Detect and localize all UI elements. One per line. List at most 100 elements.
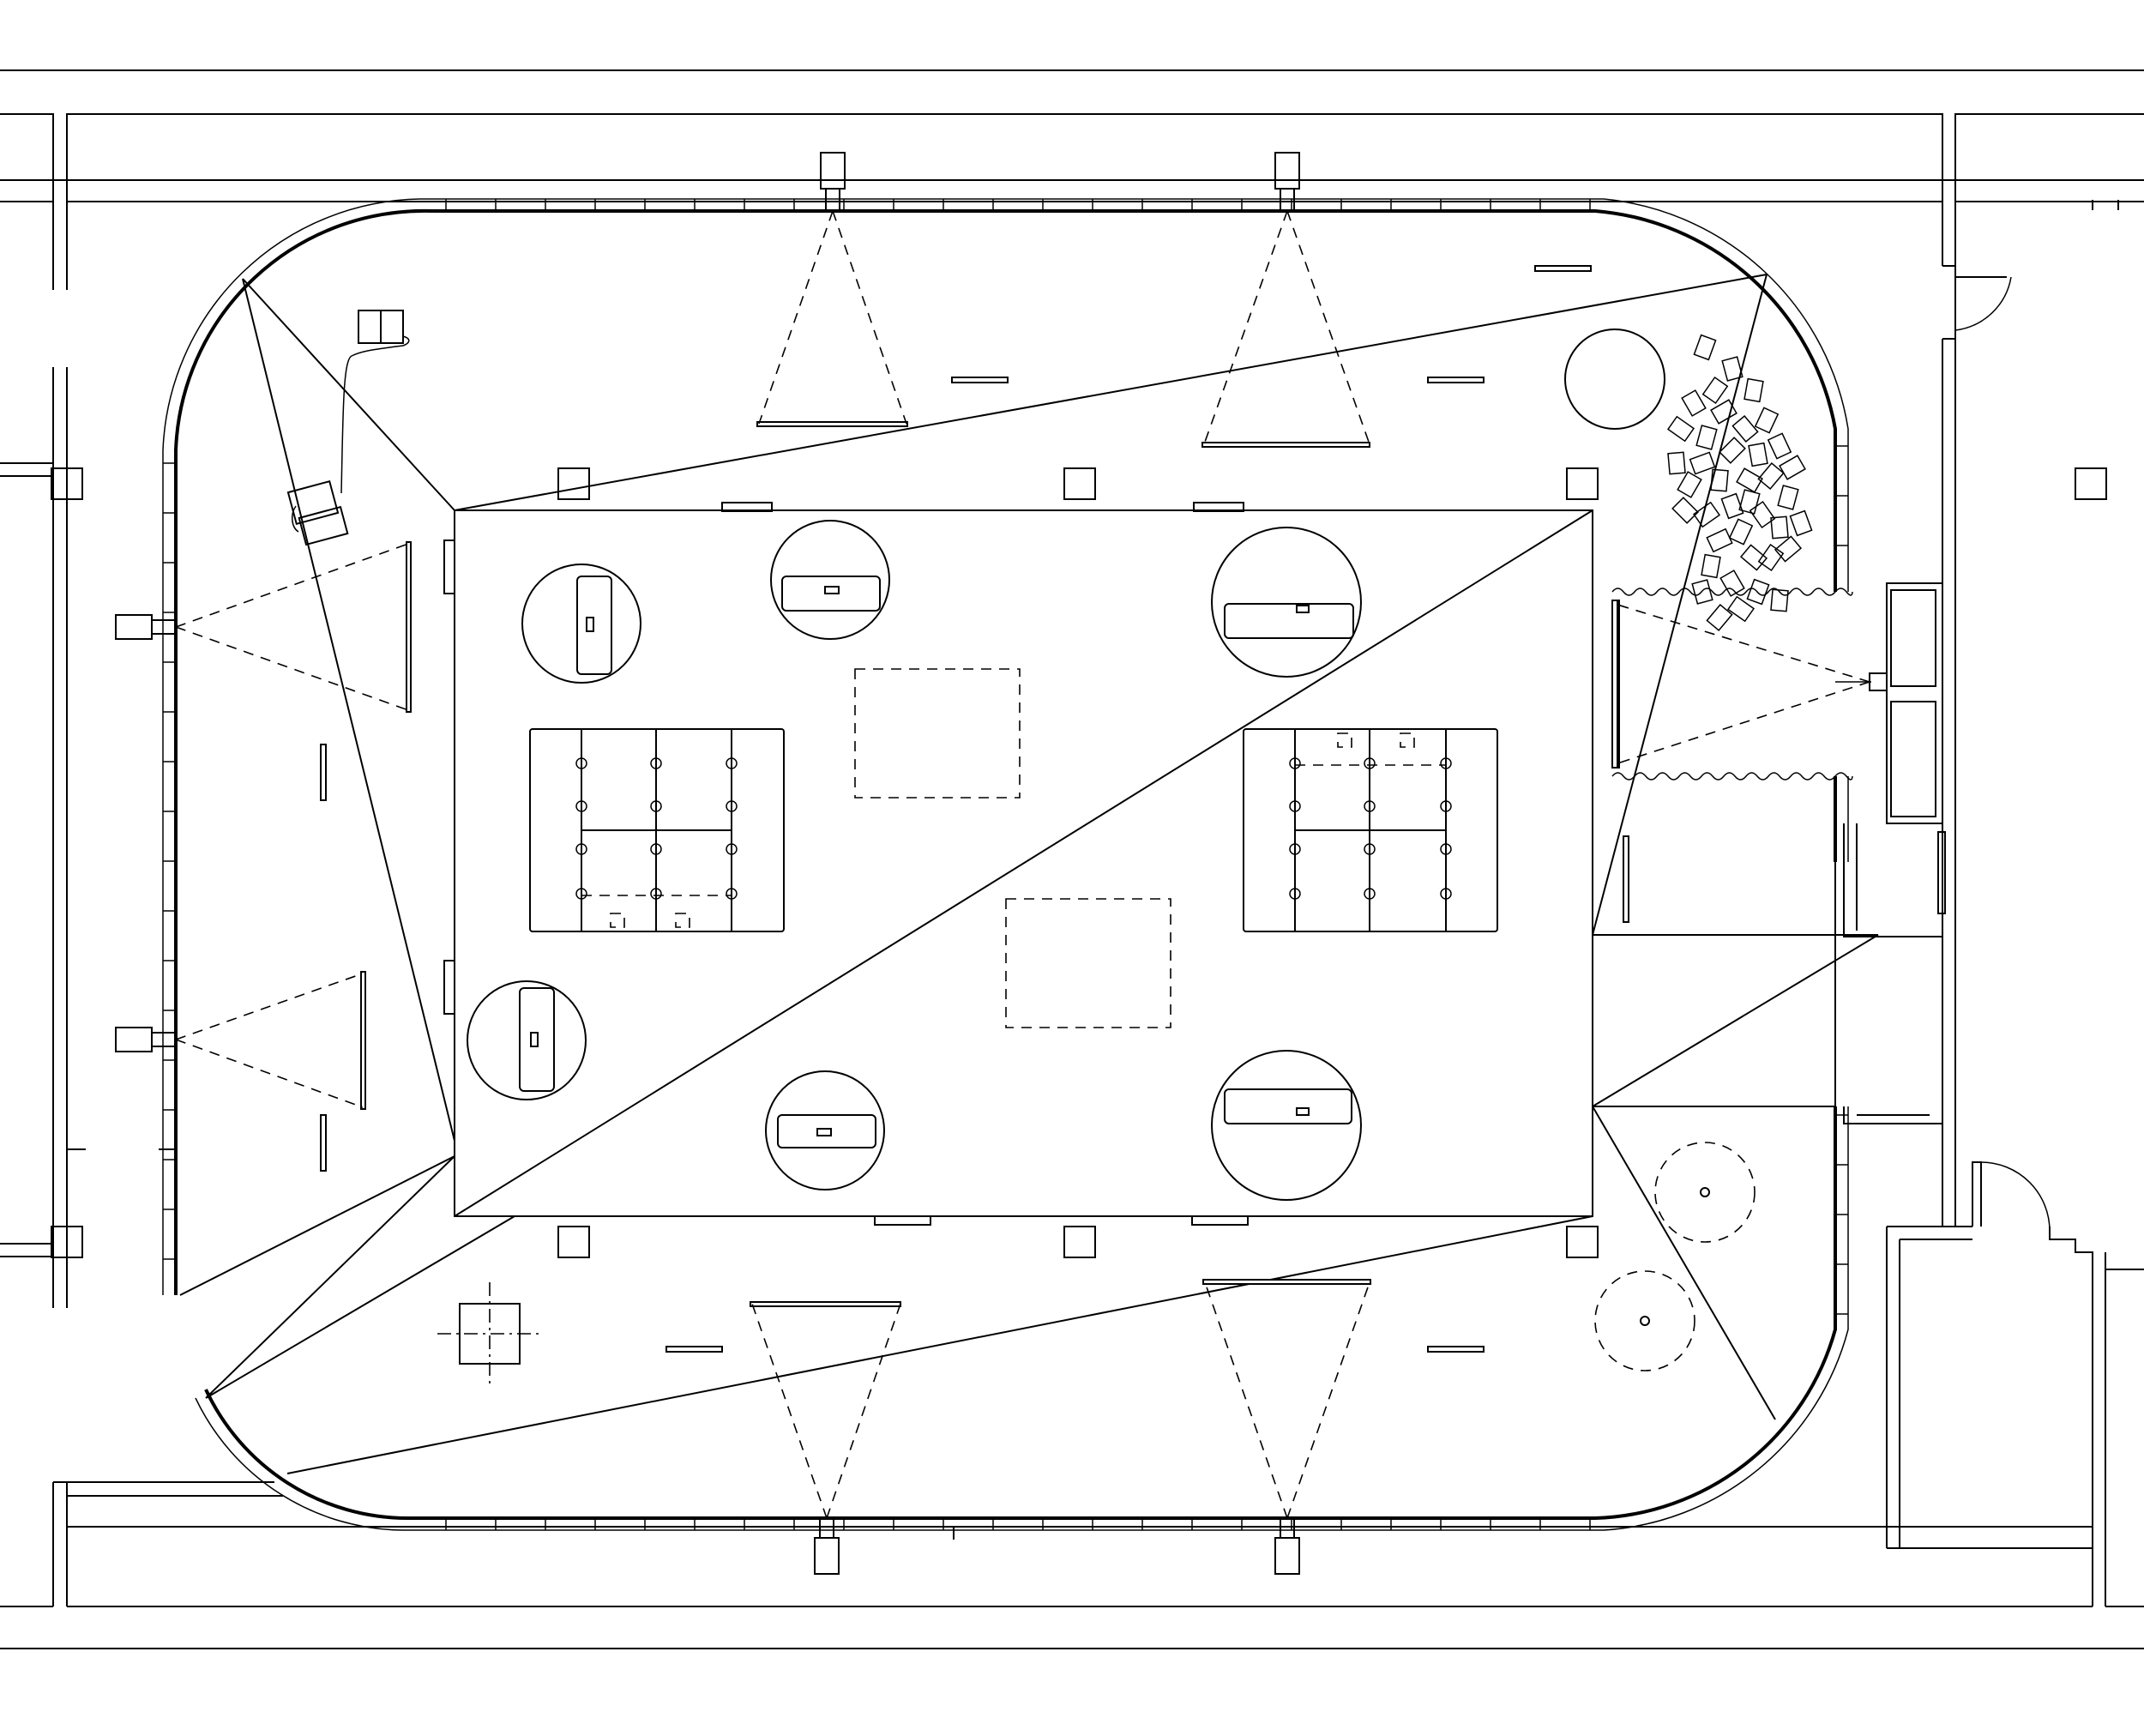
rug	[854, 668, 1021, 799]
cushion-marker	[1364, 800, 1376, 812]
chair	[1693, 334, 1717, 361]
cushion-marker	[575, 843, 587, 855]
cushion-marker	[726, 843, 738, 855]
cushion-marker	[1289, 757, 1301, 769]
camera-equipment	[286, 310, 410, 546]
door-bottom-right	[1972, 1161, 2051, 1232]
cushion-marker	[650, 757, 662, 769]
central-platform	[179, 274, 1879, 1474]
round-table	[1211, 1050, 1362, 1201]
chair	[1681, 389, 1707, 417]
projector-top-right	[1201, 152, 1370, 448]
round-table-large	[1564, 329, 1665, 430]
chair	[1770, 588, 1789, 612]
column	[557, 1226, 590, 1258]
chair	[1736, 467, 1763, 493]
projector-icon	[115, 614, 153, 640]
projector-left-upper	[115, 541, 412, 713]
chair	[1701, 376, 1729, 405]
column	[1063, 1226, 1096, 1258]
projector-bottom-right	[1202, 1279, 1371, 1575]
dashed-circle	[1654, 1142, 1756, 1243]
sofa-group-left	[529, 728, 785, 932]
chair	[1691, 579, 1713, 605]
chair	[1726, 595, 1756, 623]
chair	[1706, 527, 1733, 553]
chair	[1692, 501, 1721, 528]
chair	[1739, 544, 1768, 571]
cushion-marker	[1289, 843, 1301, 855]
curtain-top	[1611, 588, 1853, 596]
columns	[51, 467, 2107, 1385]
building-shell	[0, 69, 2144, 1649]
cushion-marker	[575, 757, 587, 769]
cushion-marker	[1364, 843, 1376, 855]
chair	[1710, 399, 1737, 425]
cushion-marker	[726, 888, 738, 900]
chair	[1779, 455, 1806, 480]
chair	[1695, 425, 1718, 450]
cushion-marker	[1440, 757, 1452, 769]
chair	[1748, 442, 1768, 467]
chair	[1719, 570, 1745, 597]
projector-icon	[1274, 152, 1300, 190]
projector-icon	[1869, 672, 1888, 691]
chair	[1754, 407, 1780, 434]
chair	[1774, 535, 1803, 563]
chair	[1689, 451, 1716, 475]
cushion-marker	[650, 800, 662, 812]
round-table	[1211, 527, 1362, 678]
chair	[1671, 497, 1699, 524]
chair	[1770, 515, 1789, 539]
cushion-marker	[1440, 888, 1452, 900]
chair	[1721, 356, 1744, 382]
projector-bottom-left	[750, 1301, 901, 1575]
round-table	[770, 520, 890, 640]
chair	[1738, 489, 1761, 515]
column	[51, 467, 83, 500]
column	[1566, 467, 1599, 500]
chair	[1667, 451, 1686, 475]
scattered-chairs	[1666, 334, 1813, 632]
cushion-marker	[1364, 757, 1376, 769]
cushion-marker	[726, 757, 738, 769]
chair	[1710, 468, 1729, 492]
projector-icon	[1274, 1537, 1300, 1575]
chair	[1719, 437, 1746, 464]
chair	[1744, 377, 1764, 403]
sofa-group-right	[1243, 728, 1498, 932]
column	[557, 467, 590, 500]
round-table	[765, 1070, 885, 1190]
projector-right	[1611, 600, 1888, 769]
cushion-marker	[575, 888, 587, 900]
projector-icon	[814, 1537, 840, 1575]
projector-icon	[115, 1027, 153, 1052]
chair	[1757, 543, 1785, 572]
chair	[1789, 509, 1813, 537]
sofa-cushion-markers	[575, 757, 1452, 900]
chair	[1777, 485, 1799, 510]
chair	[1767, 432, 1792, 460]
cushion-marker	[650, 843, 662, 855]
chair	[1720, 492, 1744, 520]
door-top-right	[1942, 265, 2012, 340]
glazing-mullions	[163, 199, 1848, 1530]
round-table	[467, 980, 587, 1100]
cushion-marker	[1289, 800, 1301, 812]
cushion-marker	[1289, 888, 1301, 900]
cushion-marker	[575, 800, 587, 812]
projector-left-lower	[115, 971, 366, 1110]
rounded-enclosure-wall	[162, 198, 1849, 1531]
round-table	[521, 564, 641, 684]
chair	[1706, 603, 1733, 632]
chair	[1701, 553, 1721, 579]
column	[1566, 1226, 1599, 1258]
projector-top-left	[756, 152, 908, 427]
cushion-marker	[726, 800, 738, 812]
projector-icon	[820, 152, 846, 190]
column	[2075, 467, 2107, 500]
dashed-circle	[1594, 1270, 1695, 1371]
chair	[1757, 461, 1785, 491]
chair	[1731, 414, 1759, 443]
